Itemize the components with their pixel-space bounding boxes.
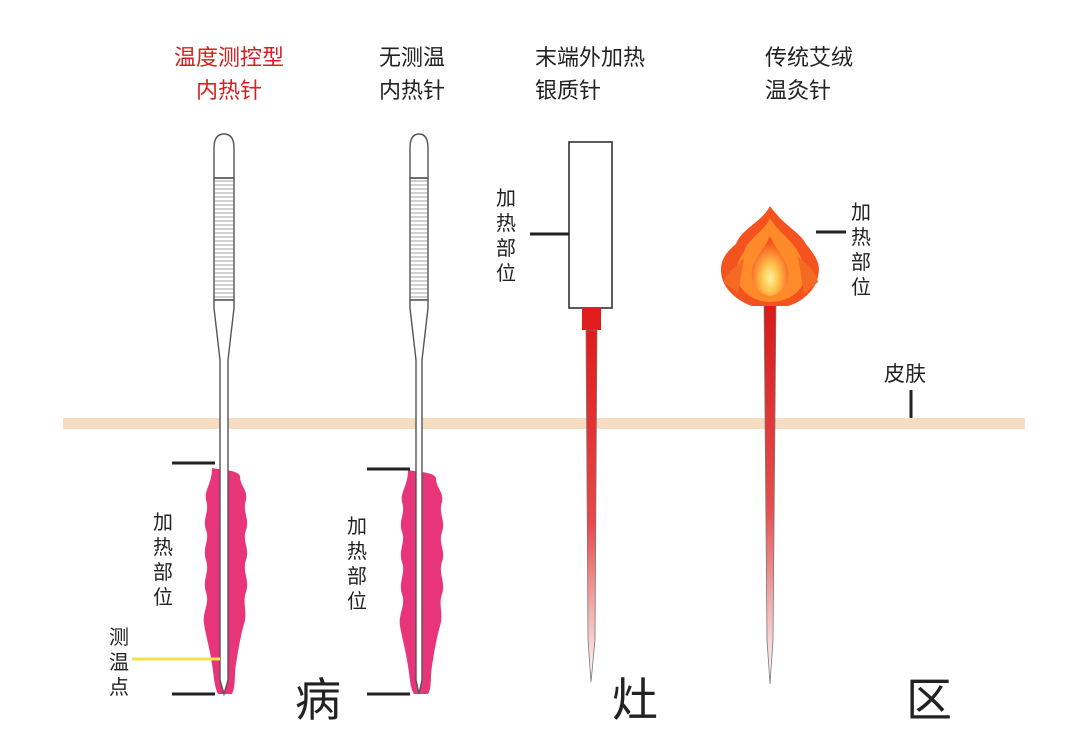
- needle-connector: [582, 308, 601, 330]
- heating-part-label-4: 加热部位: [851, 200, 871, 299]
- heating-part-label-2: 加热部位: [347, 514, 367, 613]
- needle-2-title-line2: 内热针: [379, 79, 446, 104]
- moxa-flame: [720, 206, 819, 306]
- needle-4-title-line2: 温灸针: [765, 79, 832, 104]
- needle-2-title: 无测温 内热针: [379, 42, 445, 108]
- skin-label: 皮肤: [884, 362, 926, 386]
- needle-shaft: [763, 299, 777, 685]
- needle-shaft: [585, 329, 598, 683]
- needle-1-title: 温度测控型 内热针: [166, 42, 292, 108]
- needle-3: [530, 141, 613, 683]
- temp-point-label: 测温点: [109, 625, 129, 699]
- needle-3-title: 末端外加热 银质针: [535, 42, 645, 108]
- needle-3-title-line2: 银质针: [535, 79, 602, 104]
- region-char-1: 病: [295, 673, 341, 727]
- needle-1-title-line2: 内热针: [195, 79, 262, 104]
- needle-2-title-line1: 无测温: [379, 46, 446, 71]
- needle-handle: [213, 133, 235, 179]
- needle-shaft: [409, 299, 429, 695]
- needle-shaft: [213, 299, 235, 697]
- needle-grip: [409, 177, 429, 301]
- heating-part-label-1: 加热部位: [153, 510, 173, 609]
- heating-part-label-3: 加热部位: [496, 186, 516, 285]
- skin-layer: [63, 418, 1025, 429]
- needle-3-title-line1: 末端外加热: [535, 46, 646, 71]
- region-char-2: 灶: [612, 673, 658, 727]
- needle-4-title-line1: 传统艾绒: [765, 46, 854, 71]
- needle-4-title: 传统艾绒 温灸针: [765, 42, 853, 108]
- needle-1-title-line1: 温度测控型: [173, 46, 284, 71]
- needle-handle: [409, 133, 429, 179]
- heater-block: [568, 141, 613, 309]
- needle-2: [367, 133, 444, 696]
- needle-4: [720, 206, 846, 685]
- region-char-3: 区: [906, 673, 952, 727]
- needle-grip: [213, 177, 235, 301]
- needle-1: [132, 133, 248, 697]
